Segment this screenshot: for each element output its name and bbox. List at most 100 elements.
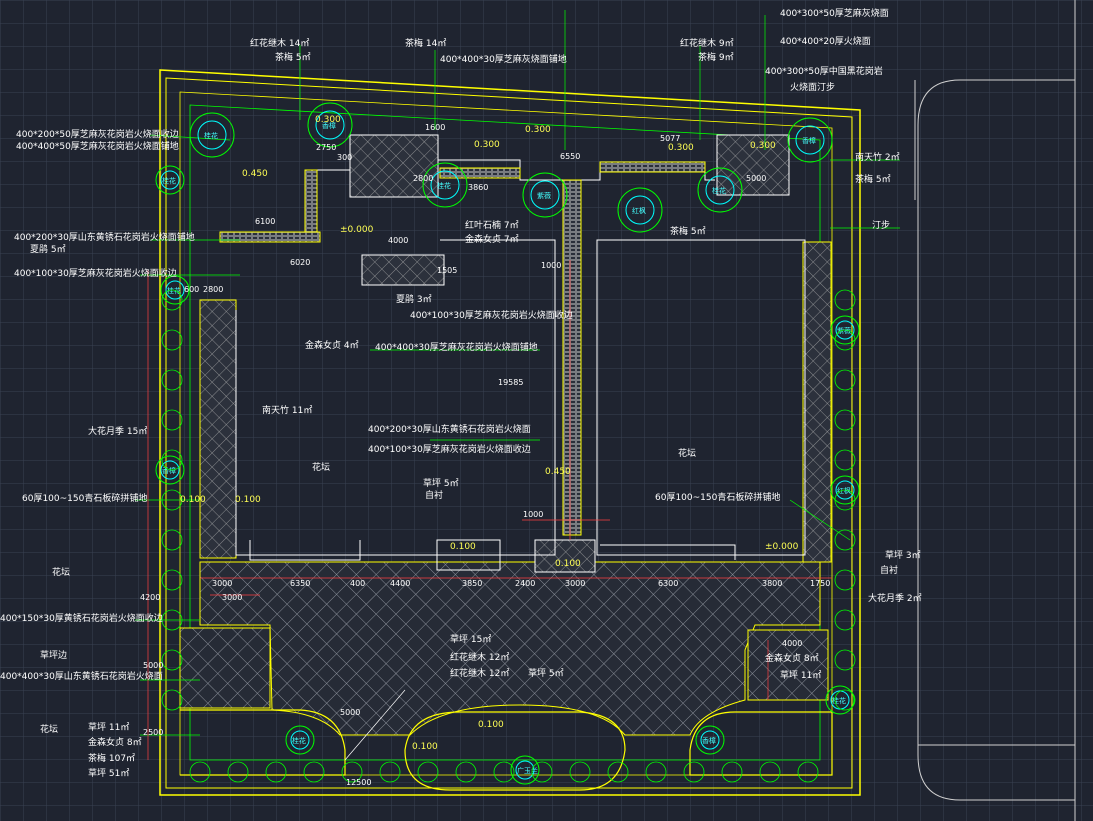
plant-symbol: 紫薇 bbox=[522, 172, 568, 218]
note-right-2: 汀步 bbox=[872, 220, 890, 231]
level-1: 0.450 bbox=[242, 169, 268, 179]
shrub-symbol bbox=[569, 761, 591, 783]
note-center-3: 400*100*30厚芝麻灰花岗岩火烧面收边 bbox=[410, 309, 573, 321]
level-10: 0.100 bbox=[235, 495, 261, 505]
note-center-9: 400*100*30厚芝麻灰花岗岩火烧面收边 bbox=[368, 443, 531, 455]
plant-symbol: 香樟 bbox=[307, 102, 353, 148]
note-left-3: 夏鹃 5㎡ bbox=[30, 243, 66, 255]
note-left-11: 花坛 bbox=[40, 723, 58, 735]
note-left-9: 草坪边 bbox=[40, 649, 67, 661]
note-right-9: 草坪 11㎡ bbox=[780, 669, 821, 681]
plant-symbol: 广玉兰 bbox=[510, 755, 540, 785]
shrub-symbol bbox=[607, 761, 629, 783]
plant-name: 桂花 bbox=[832, 696, 846, 705]
dim-bottom-3: 4400 bbox=[390, 579, 410, 588]
dim-bottom-7: 6300 bbox=[658, 579, 678, 588]
dim-misc-17: 4200 bbox=[140, 593, 160, 602]
shrub-symbol bbox=[161, 369, 183, 391]
dim-misc-5: 3860 bbox=[468, 183, 488, 192]
plant-symbol: 香樟 bbox=[695, 725, 725, 755]
note-right-3: 花坛 bbox=[678, 447, 696, 459]
brick-paths bbox=[199, 159, 832, 563]
terraces bbox=[349, 134, 790, 573]
plant-symbol: 桂花 bbox=[697, 167, 743, 213]
shrub-symbol bbox=[161, 649, 183, 671]
dim-misc-18: 4000 bbox=[782, 639, 802, 648]
shrub-symbol bbox=[161, 609, 183, 631]
shrub-symbol bbox=[645, 761, 667, 783]
note-left-8: 400*150*30厚黄锈石花岗岩火烧面收边 bbox=[0, 612, 163, 624]
diagonal-dimension bbox=[344, 689, 406, 761]
note-top-8: 400*300*50厚中国黑花岗岩 bbox=[765, 65, 883, 77]
shrub-symbol bbox=[227, 761, 249, 783]
note-left-2: 400*200*30厚山东黄锈石花岗岩火烧面铺地 bbox=[14, 231, 195, 243]
note-top-2: 茶梅 14㎡ bbox=[405, 37, 446, 49]
plant-name: 红枫 bbox=[837, 486, 851, 495]
shrub-symbol bbox=[721, 761, 743, 783]
note-right-6: 自衬 bbox=[880, 564, 898, 576]
dim-bottom-4: 3850 bbox=[462, 579, 482, 588]
level-13: 0.100 bbox=[478, 720, 504, 730]
dim-bottom-9: 1750 bbox=[810, 579, 830, 588]
dim-misc-11: 6020 bbox=[290, 258, 310, 267]
dim-misc-4: 2800 bbox=[413, 174, 433, 183]
level-5: 0.300 bbox=[525, 125, 551, 135]
level-8: 0.100 bbox=[450, 542, 476, 552]
level-7: 0.450 bbox=[545, 467, 571, 477]
level-12: 0.100 bbox=[555, 559, 581, 569]
shrub-symbol bbox=[161, 409, 183, 431]
plant-name: 桂花 bbox=[437, 181, 451, 190]
shrub-symbol bbox=[161, 689, 183, 711]
plant-name: 香樟 bbox=[322, 121, 336, 130]
note-top-3: 400*400*30厚芝麻灰烧面铺地 bbox=[440, 53, 567, 65]
shrub-symbol bbox=[834, 609, 856, 631]
dim-misc-15: 1000 bbox=[523, 510, 543, 519]
shrub-symbol bbox=[834, 449, 856, 471]
shrub-symbol bbox=[834, 289, 856, 311]
note-top-4: 红花继木 9㎡ bbox=[680, 37, 734, 49]
dim-misc-2: 6100 bbox=[255, 217, 275, 226]
dim-misc-6: 4000 bbox=[388, 236, 408, 245]
plant-name: 紫薇 bbox=[537, 191, 551, 200]
level-14: 0.100 bbox=[412, 742, 438, 752]
level-6: ±0.000 bbox=[340, 225, 374, 235]
note-center-0: 红叶石楠 7㎡ bbox=[465, 219, 519, 231]
note-top-5: 茶梅 9㎡ bbox=[698, 51, 734, 63]
note-center-14: 红花继木 12㎡ bbox=[450, 651, 509, 663]
plant-name: 紫薇 bbox=[837, 326, 851, 335]
plant-name: 香樟 bbox=[802, 136, 816, 145]
plant-symbol: 桂花 bbox=[155, 165, 185, 195]
shrub-symbol bbox=[759, 761, 781, 783]
shrub-symbol bbox=[161, 289, 183, 311]
plant-name: 香樟 bbox=[162, 466, 176, 475]
note-top-0: 红花继木 14㎡ bbox=[250, 37, 309, 49]
plant-symbol: 香樟 bbox=[787, 117, 833, 163]
shrub-symbol bbox=[493, 761, 515, 783]
note-center-11: 自衬 bbox=[425, 489, 443, 501]
shrub-symbol bbox=[683, 761, 705, 783]
level-4: 0.300 bbox=[750, 141, 776, 151]
plant-name: 红枫 bbox=[632, 206, 646, 215]
level-3: 0.300 bbox=[668, 143, 694, 153]
note-center-5: 400*400*30厚芝麻灰花岗岩火烧面铺地 bbox=[375, 341, 538, 353]
dim-misc-1: 300 bbox=[337, 153, 352, 162]
note-left-1: 400*400*50厚芝麻灰花岗岩火烧面铺地 bbox=[16, 140, 179, 152]
note-right-7: 大花月季 2㎡ bbox=[868, 592, 922, 604]
plant-name: 广玉兰 bbox=[517, 766, 538, 775]
plaza-paving bbox=[179, 561, 829, 736]
note-top-7: 400*400*20厚火烧面 bbox=[780, 35, 871, 47]
shrub-symbol bbox=[303, 761, 325, 783]
shrub-symbol bbox=[834, 489, 856, 511]
plant-name: 桂花 bbox=[162, 176, 176, 185]
planting-outline bbox=[189, 104, 821, 761]
dim-misc-10: 2800 bbox=[203, 285, 223, 294]
plant-symbol: 红枫 bbox=[830, 475, 860, 505]
shrub-symbol bbox=[417, 761, 439, 783]
plant-name: 桂花 bbox=[204, 131, 218, 140]
dimension-lines bbox=[147, 260, 832, 760]
note-left-4: 400*100*30厚芝麻灰花岗岩火烧面收边 bbox=[14, 267, 177, 279]
plant-symbol: 香樟 bbox=[155, 455, 185, 485]
dim-misc-3: 1600 bbox=[425, 123, 445, 132]
dim-misc-9: 5000 bbox=[746, 174, 766, 183]
